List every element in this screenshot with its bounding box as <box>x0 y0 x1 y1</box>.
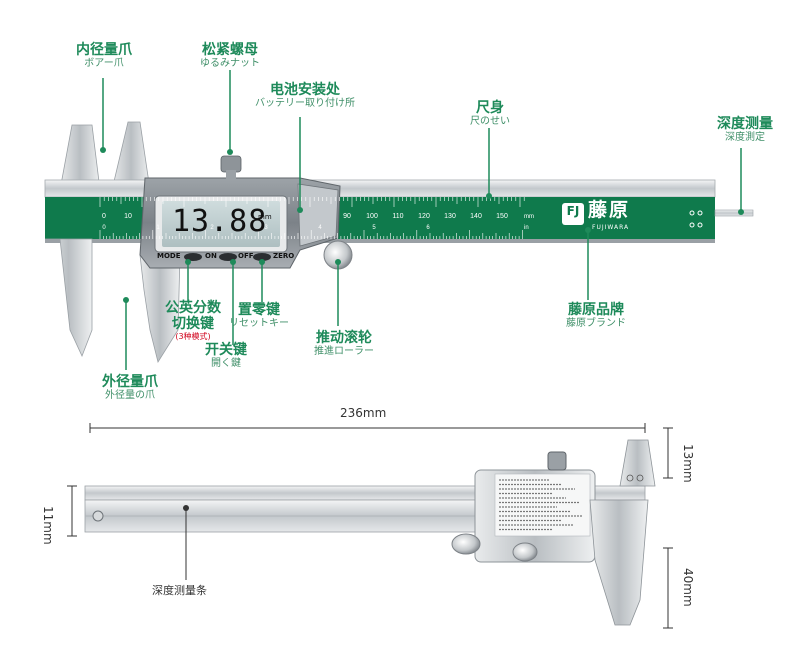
on-off-button[interactable] <box>219 253 237 261</box>
label-lock-nut-cn: 松紧螺母 <box>202 42 258 58</box>
label-lock-nut: 松紧螺母 ゆるみナット <box>192 42 268 70</box>
lcd-unit: mm <box>258 213 272 221</box>
side-jaw-upper <box>619 439 656 487</box>
mode-label: MODE <box>157 252 181 260</box>
scale-number-inch: 5 <box>372 225 376 231</box>
side-jaw-lower <box>589 499 649 626</box>
label-brand-logo-jp: 藤原ブランド <box>566 318 626 330</box>
depth-bar-leader-dot <box>183 505 189 511</box>
side-thumb-roller <box>451 533 481 555</box>
side-roller-2 <box>512 542 538 562</box>
brand-name: 藤原 <box>588 199 631 221</box>
off-label: OFF <box>238 252 254 260</box>
label-ruler-body: 尺身 尺のせい <box>462 100 518 128</box>
scale-number-inch: 1 <box>156 225 160 231</box>
scale-unit-inch: in <box>524 225 529 231</box>
scale-number-mm: 120 <box>418 213 430 220</box>
label-zero-key-jp: リセットキー <box>229 318 289 330</box>
scale-number-mm: 100 <box>366 213 378 220</box>
scale-number-inch: 3 <box>264 225 268 231</box>
label-power-key-cn: 开关键 <box>205 342 247 358</box>
lcd-screen <box>162 201 280 247</box>
label-thumb-roller-cn: 推动滚轮 <box>316 330 372 346</box>
scale-number-mm: 90 <box>343 213 351 220</box>
side-lock-nut <box>547 451 567 471</box>
label-unit-switch-line1: 公英分数 <box>165 300 221 316</box>
label-zero-key: 置零键 リセットキー <box>222 302 296 330</box>
scale-number-mm: 10 <box>124 213 132 220</box>
brand-logo-mark <box>562 203 584 225</box>
label-unit-switch-note: (3种模式) <box>175 332 211 342</box>
on-label: ON <box>205 252 217 260</box>
scale-ticks: 0 10 90 100 110 120 130 140 150 mm 0 1 2 3 4 5 6 in <box>99 197 534 239</box>
label-brand-logo-cn: 藤原品牌 <box>568 302 624 318</box>
scale-unit-mm: mm <box>524 214 534 220</box>
label-inner-jaw-cn: 内径量爪 <box>76 42 132 58</box>
scale-number-inch: 0 <box>102 225 106 231</box>
lock-nut <box>220 155 242 173</box>
label-brand-logo: 藤原品牌 藤原ブランド <box>556 302 636 330</box>
label-depth-measure: 深度测量 深度測定 <box>708 116 782 144</box>
scale-number-mm: 0 <box>102 213 106 220</box>
label-depth-measure-cn: 深度测量 <box>717 116 773 132</box>
depth-markings <box>689 210 703 228</box>
label-thumb-roller-jp: 推進ローラー <box>314 346 374 358</box>
beam-bottom-edge <box>45 239 715 243</box>
dimension-thickness: 11mm <box>41 506 55 545</box>
scale-number-inch: 2 <box>210 225 214 231</box>
label-outer-jaw: 外径量爪 外径量の爪 <box>92 374 168 402</box>
label-depth-bar: 深度测量条 <box>152 584 207 597</box>
brand-latin: FUJIWARA <box>592 224 630 231</box>
battery-cover <box>297 183 339 247</box>
label-lock-nut-jp: ゆるみナット <box>200 58 260 70</box>
zero-button[interactable] <box>253 253 271 261</box>
label-depth-measure-jp: 深度測定 <box>725 132 765 144</box>
label-outer-jaw-cn: 外径量爪 <box>102 374 158 390</box>
label-zero-key-cn: 置零键 <box>238 302 280 318</box>
label-battery-jp: バッテリー取り付け所 <box>255 98 355 110</box>
ce-mark <box>626 474 644 482</box>
zero-label: ZERO <box>273 252 295 260</box>
outer-jaw-fixed <box>45 238 93 358</box>
scale-number-mm: 140 <box>470 213 482 220</box>
scale-number-mm: 110 <box>392 213 403 220</box>
label-inner-jaw-jp: ボアー爪 <box>84 58 124 70</box>
leader-lines <box>102 70 742 370</box>
label-power-key-jp: 開く鍵 <box>211 358 241 370</box>
dimension-length: 236mm <box>340 406 387 420</box>
lock-nut-stem <box>226 170 236 179</box>
dimension-height-top: 13mm <box>681 444 695 483</box>
scale-number-mm: 150 <box>496 213 508 220</box>
scale-number-mm: 130 <box>444 213 456 220</box>
label-ruler-body-jp: 尺のせい <box>470 116 510 128</box>
mode-button[interactable] <box>184 253 202 261</box>
scale-number-inch: 4 <box>318 225 322 231</box>
label-power-key: 开关键 開く鍵 <box>198 342 254 370</box>
label-thumb-roller: 推动滚轮 推進ローラー <box>306 330 382 358</box>
label-battery-cn: 电池安装处 <box>270 82 340 98</box>
label-unit-switch: 公英分数 切换键 (3种模式) <box>160 300 226 341</box>
label-battery: 电池安装处 バッテリー取り付け所 <box>246 82 364 110</box>
leader-dots <box>100 147 744 303</box>
label-outer-jaw-jp: 外径量の爪 <box>105 390 155 402</box>
brand-logo-letters: FJ <box>566 204 580 218</box>
side-label-sticker <box>494 473 591 537</box>
depth-bar-screw <box>92 510 104 522</box>
side-dimension-lines <box>67 427 673 629</box>
sticker-text-lines <box>499 479 583 531</box>
label-ruler-body-cn: 尺身 <box>476 100 504 116</box>
scale-number-inch: 6 <box>426 225 430 231</box>
dimension-jaw-depth: 40mm <box>681 568 695 607</box>
label-unit-switch-line2: 切换键 <box>172 316 214 333</box>
lcd-reading: 13.88 <box>172 204 268 239</box>
label-inner-jaw: 内径量爪 ボアー爪 <box>70 42 138 70</box>
length-dimension-line <box>89 423 646 433</box>
depth-rod-tip <box>714 209 754 217</box>
